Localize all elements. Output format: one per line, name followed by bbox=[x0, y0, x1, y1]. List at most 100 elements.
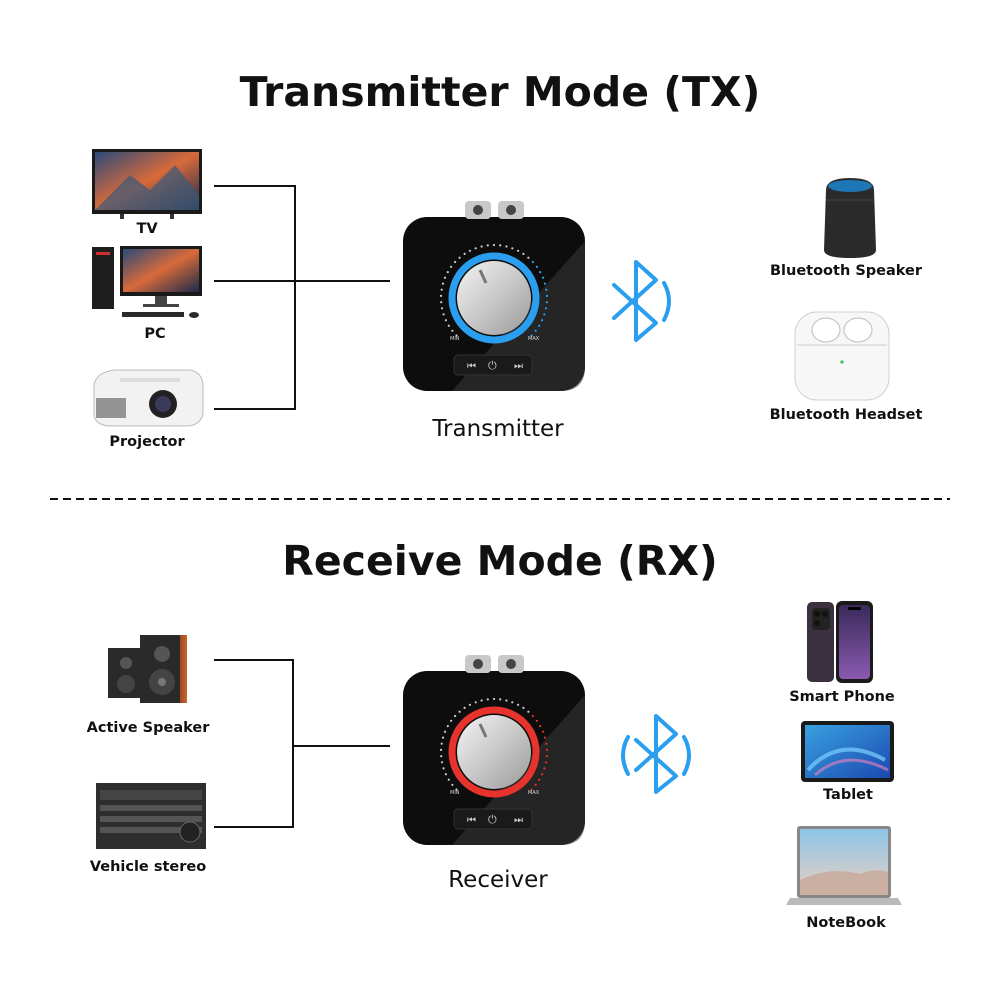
knob-dot bbox=[447, 324, 450, 327]
knob-dot bbox=[440, 761, 444, 764]
target-label-speaker: Bluetooth Speaker bbox=[770, 263, 923, 279]
bluetooth-headset-icon bbox=[794, 311, 890, 401]
pc-icon bbox=[92, 246, 202, 318]
knob-dot bbox=[439, 748, 443, 752]
knob-dot bbox=[534, 783, 537, 786]
knob-dot bbox=[545, 755, 548, 758]
knob-dot bbox=[538, 324, 541, 327]
knob-dot bbox=[480, 699, 483, 702]
transmitter-device: MIN MAX ⏮ ⏻ ⏭ bbox=[403, 201, 585, 391]
knob-dot bbox=[455, 788, 458, 791]
rx-title: Receive Mode (RX) bbox=[282, 537, 717, 585]
knob-dot bbox=[511, 247, 514, 250]
receiver-device: MIN MAX ⏮ ⏻ ⏭ bbox=[403, 655, 585, 845]
knob-dot bbox=[545, 748, 549, 752]
output-label-active-speaker: Active Speaker bbox=[87, 720, 211, 736]
source-label-projector: Projector bbox=[109, 434, 185, 450]
knob-dot bbox=[442, 767, 445, 770]
knob-dot bbox=[541, 276, 545, 279]
source-label-smart-phone: Smart Phone bbox=[789, 689, 895, 705]
tx-connector-lines bbox=[214, 185, 390, 410]
knob-dot bbox=[440, 301, 443, 304]
knob-dot bbox=[517, 703, 520, 706]
knob-dot bbox=[543, 767, 546, 770]
notebook-icon bbox=[786, 826, 902, 905]
svg-text:⏮: ⏮ bbox=[467, 361, 476, 372]
knob-dot bbox=[463, 252, 466, 255]
knob-dot bbox=[451, 783, 454, 786]
rx-knob-min: MIN bbox=[450, 790, 460, 796]
knob-dot bbox=[499, 698, 502, 701]
svg-text:⏻: ⏻ bbox=[488, 359, 497, 372]
knob-dot bbox=[444, 773, 447, 776]
knob-dot bbox=[530, 334, 533, 337]
vehicle-stereo-icon bbox=[96, 783, 206, 849]
knob-dot bbox=[439, 294, 443, 297]
knob-dot bbox=[539, 271, 542, 274]
projector-icon bbox=[93, 369, 204, 427]
knob-dot bbox=[455, 334, 458, 337]
source-label-tv: TV bbox=[136, 221, 158, 237]
knob-dot bbox=[480, 245, 483, 248]
knob-dot bbox=[474, 247, 477, 250]
knob-dot bbox=[522, 252, 525, 255]
svg-text:⏮: ⏮ bbox=[467, 815, 476, 826]
tx-knob-max: MAX bbox=[528, 336, 540, 342]
knob-dot bbox=[505, 245, 508, 248]
knob-dot bbox=[474, 701, 477, 704]
knob-dot bbox=[444, 319, 447, 322]
knob-dot bbox=[492, 697, 496, 701]
knob-dot bbox=[541, 730, 545, 733]
knob-dot bbox=[538, 778, 541, 781]
knob-dot bbox=[531, 714, 535, 718]
knob-dot bbox=[458, 256, 461, 259]
knob-dot bbox=[527, 710, 530, 713]
knob-dot bbox=[517, 249, 520, 252]
knob-dot bbox=[545, 742, 548, 745]
knob-dot bbox=[522, 706, 525, 710]
knob-dot bbox=[468, 249, 471, 252]
receiver-label: Receiver bbox=[448, 867, 548, 893]
bluetooth-icon-rx bbox=[621, 714, 691, 794]
knob-dot bbox=[539, 725, 542, 728]
knob-dot bbox=[544, 761, 548, 764]
knob-dot bbox=[492, 243, 496, 247]
svg-text:⏻: ⏻ bbox=[488, 813, 497, 826]
knob-dot bbox=[454, 714, 457, 718]
knob-dot bbox=[543, 736, 547, 739]
knob-dot bbox=[527, 256, 530, 259]
active-speaker-icon bbox=[108, 635, 187, 703]
knob-dot bbox=[505, 699, 508, 702]
knob-dot bbox=[446, 271, 449, 274]
knob-dot bbox=[458, 710, 461, 713]
knob-dot bbox=[442, 313, 445, 316]
knob-dot bbox=[545, 294, 549, 297]
knob-dot bbox=[468, 703, 471, 706]
knob-dot bbox=[463, 706, 466, 710]
transmitter-label: Transmitter bbox=[431, 416, 564, 442]
target-label-headset: Bluetooth Headset bbox=[770, 407, 923, 423]
knob-dot bbox=[443, 730, 447, 733]
source-label-notebook: NoteBook bbox=[806, 915, 886, 931]
knob-dot bbox=[441, 736, 445, 739]
knob-dot bbox=[534, 329, 537, 332]
knob-dot bbox=[440, 288, 443, 291]
smart-phone-icon bbox=[807, 601, 873, 683]
knob-dot bbox=[543, 313, 546, 316]
knob-dot bbox=[535, 719, 539, 722]
knob-dot bbox=[446, 725, 449, 728]
output-label-vehicle-stereo: Vehicle stereo bbox=[90, 859, 206, 875]
knob-dot bbox=[451, 329, 454, 332]
tv-icon bbox=[92, 149, 202, 219]
knob-dot bbox=[545, 301, 548, 304]
source-label-tablet: Tablet bbox=[823, 787, 873, 803]
knob-dot bbox=[543, 282, 547, 285]
knob-dot bbox=[486, 698, 489, 701]
knob-dot bbox=[499, 244, 502, 247]
knob-dot bbox=[450, 265, 453, 268]
tx-title: Transmitter Mode (TX) bbox=[240, 68, 761, 116]
svg-text:⏭: ⏭ bbox=[514, 361, 523, 372]
bluetooth-icon-tx bbox=[612, 260, 671, 342]
knob-dot bbox=[544, 307, 548, 310]
